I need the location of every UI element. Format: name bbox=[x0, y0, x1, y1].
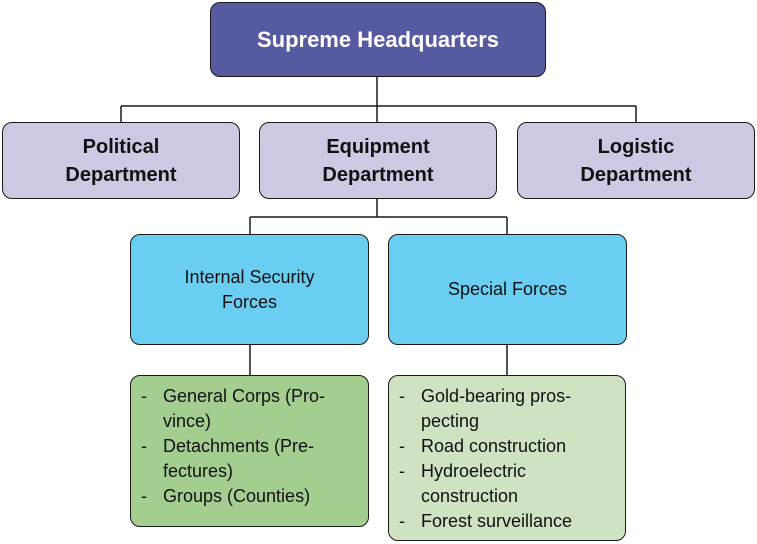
internal-security-subunits-list: - General Corps (Pro- vince) - Detachmen… bbox=[130, 375, 369, 527]
special-forces-label: Special Forces bbox=[447, 279, 568, 299]
supreme-headquarters-box: Supreme Headquarters bbox=[210, 2, 546, 77]
list-item-line: General Corps (Pro- bbox=[163, 386, 326, 406]
list-item: - Groups (Counties) bbox=[141, 484, 358, 509]
list-item: - General Corps (Pro- vince) bbox=[141, 384, 358, 434]
list-item-line: construction bbox=[421, 486, 519, 506]
internal-security-forces-line-1: Internal Security bbox=[184, 266, 315, 287]
political-department-box: Political Department bbox=[2, 122, 240, 199]
list-bullet: - bbox=[399, 461, 405, 481]
list-item-line: Hydroelectric bbox=[421, 461, 527, 481]
list-item-line: Forest surveillance bbox=[421, 511, 573, 531]
supreme-headquarters-label: Supreme Headquarters bbox=[256, 26, 500, 52]
political-department-line-1: Political bbox=[82, 135, 160, 158]
special-forces-tasks-list: - Gold-bearing pros- pecting - Road cons… bbox=[388, 375, 626, 541]
equipment-department-line-2: Department bbox=[322, 163, 434, 186]
internal-security-forces-box: Internal Security Forces bbox=[130, 234, 369, 345]
list-item-line: fectures) bbox=[163, 461, 234, 481]
list-item-line: Groups (Counties) bbox=[163, 486, 311, 506]
list-bullet: - bbox=[141, 436, 147, 456]
logistic-department-line-2: Department bbox=[580, 163, 692, 186]
special-forces-box: Special Forces bbox=[388, 234, 627, 345]
list-bullet: - bbox=[141, 386, 147, 406]
equipment-department-line-1: Equipment bbox=[326, 135, 430, 158]
list-item: - Forest surveillance bbox=[399, 509, 615, 534]
list-item: - Hydroelectric construction bbox=[399, 459, 615, 509]
list-item-line: Gold-bearing pros- bbox=[421, 386, 572, 406]
list-bullet: - bbox=[399, 511, 405, 531]
logistic-department-box: Logistic Department bbox=[517, 122, 755, 199]
list-item: - Road construction bbox=[399, 434, 615, 459]
list-bullet: - bbox=[399, 436, 405, 456]
equipment-department-box: Equipment Department bbox=[259, 122, 497, 199]
list-item: - Gold-bearing pros- pecting bbox=[399, 384, 615, 434]
list-item-line: pecting bbox=[421, 411, 480, 431]
list-bullet: - bbox=[399, 386, 405, 406]
list-item: - Detachments (Pre- fectures) bbox=[141, 434, 358, 484]
list-item-line: Detachments (Pre- bbox=[163, 436, 315, 456]
list-bullet: - bbox=[141, 486, 147, 506]
political-department-line-2: Department bbox=[65, 163, 177, 186]
logistic-department-line-1: Logistic bbox=[597, 135, 675, 158]
list-item-line: vince) bbox=[163, 411, 212, 431]
list-item-line: Road construction bbox=[421, 436, 567, 456]
internal-security-forces-line-2: Forces bbox=[221, 291, 277, 312]
